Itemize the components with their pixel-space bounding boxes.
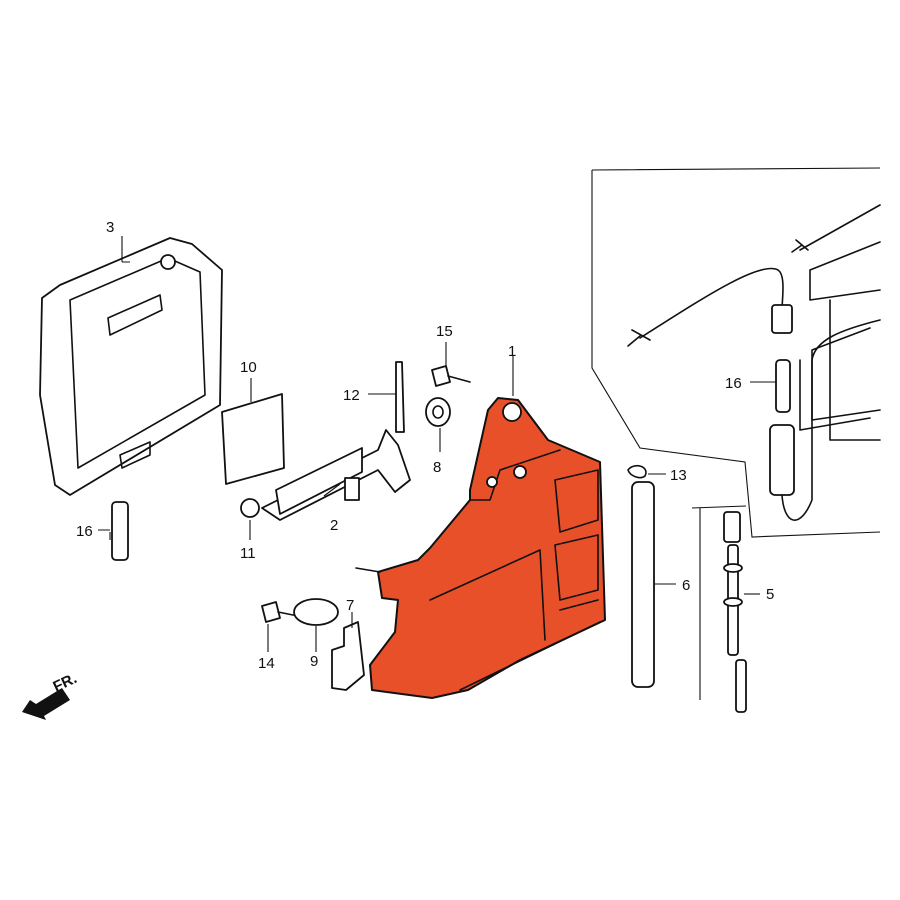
callout-13: 13 (670, 467, 687, 484)
bracket-part-2 (261, 429, 411, 521)
callout-2: 2 (330, 517, 338, 534)
clip-part-13 (627, 464, 647, 479)
callout-5: 5 (766, 586, 774, 603)
front-indicator-label: FR. (51, 670, 80, 696)
callout-15: 15 (436, 323, 453, 340)
callout-10: 10 (240, 359, 257, 376)
grommet-part-8 (425, 397, 451, 427)
leader-lines (98, 236, 776, 652)
callout-9: 9 (310, 653, 318, 670)
fuse-part-16 (111, 501, 129, 561)
pad-part-10 (221, 393, 285, 485)
callout-12: 12 (343, 387, 360, 404)
callout-14: 14 (258, 655, 275, 672)
battery-cover-part-3 (39, 237, 223, 496)
front-arrow-icon (22, 688, 70, 720)
callouts: 1 2 3 5 6 7 8 9 10 11 12 13 14 15 16 16 (76, 219, 774, 672)
inset-frame (591, 167, 881, 538)
callout-7: 7 (346, 597, 354, 614)
callout-11: 11 (240, 545, 256, 562)
clip-part-12 (395, 361, 405, 433)
callout-16-inset: 16 (725, 375, 742, 392)
callout-8: 8 (433, 459, 441, 476)
breather-part-5 (691, 505, 747, 713)
box-stud (355, 567, 381, 573)
callout-3: 3 (106, 219, 114, 236)
callout-16-left: 16 (76, 523, 93, 540)
inset-fuse-wire (627, 204, 881, 521)
tube-part-6 (631, 481, 655, 688)
cushion-part-9 (293, 598, 339, 626)
nut-part-11 (240, 498, 260, 518)
callout-6: 6 (682, 577, 690, 594)
bolt-part-15 (431, 365, 471, 387)
holder-part-7 (331, 621, 365, 691)
bolt-part-14 (261, 601, 299, 623)
callout-1: 1 (508, 343, 516, 360)
battery-box-part-1 (369, 397, 606, 699)
